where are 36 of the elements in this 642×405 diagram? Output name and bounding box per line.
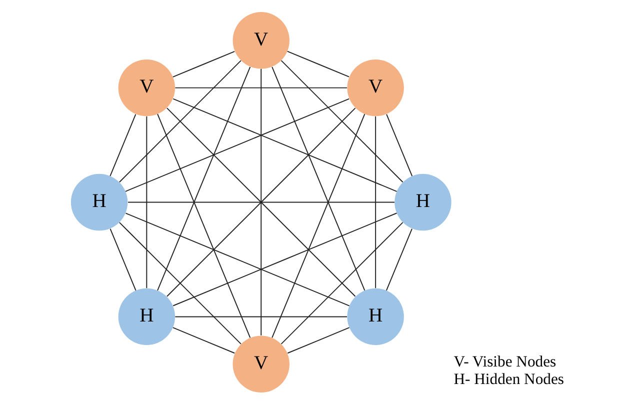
connector	[157, 66, 251, 291]
connector	[125, 212, 350, 306]
connector	[287, 327, 350, 354]
connector	[386, 114, 413, 176]
connector	[172, 327, 236, 354]
connector	[272, 114, 366, 338]
connector	[280, 60, 404, 183]
label: V- Visibe Nodes	[454, 353, 556, 370]
connector	[172, 98, 398, 192]
node-circle: V	[347, 59, 404, 116]
connector	[146, 116, 148, 289]
node-circle: H	[118, 288, 176, 346]
connector	[260, 68, 262, 336]
node-circle: H	[70, 174, 128, 231]
node-circle: V	[232, 12, 290, 69]
connector	[174, 316, 348, 318]
connector	[125, 98, 350, 192]
label: H- Hidden Nodes	[454, 370, 564, 388]
node-circle: H	[394, 174, 452, 231]
node-circle: V	[232, 336, 290, 392]
connector	[386, 228, 412, 291]
connector	[172, 50, 236, 78]
connector	[375, 116, 376, 289]
connector	[174, 87, 348, 88]
connector	[110, 114, 136, 176]
connector	[286, 50, 350, 78]
node-circle: H	[347, 288, 404, 346]
connector	[128, 202, 396, 203]
connector	[110, 228, 136, 291]
connector	[118, 60, 242, 183]
connector	[172, 212, 398, 306]
connector	[280, 222, 404, 344]
node-circle: V	[118, 59, 176, 116]
connector	[272, 66, 366, 291]
connector	[157, 114, 251, 338]
connector	[118, 222, 242, 344]
